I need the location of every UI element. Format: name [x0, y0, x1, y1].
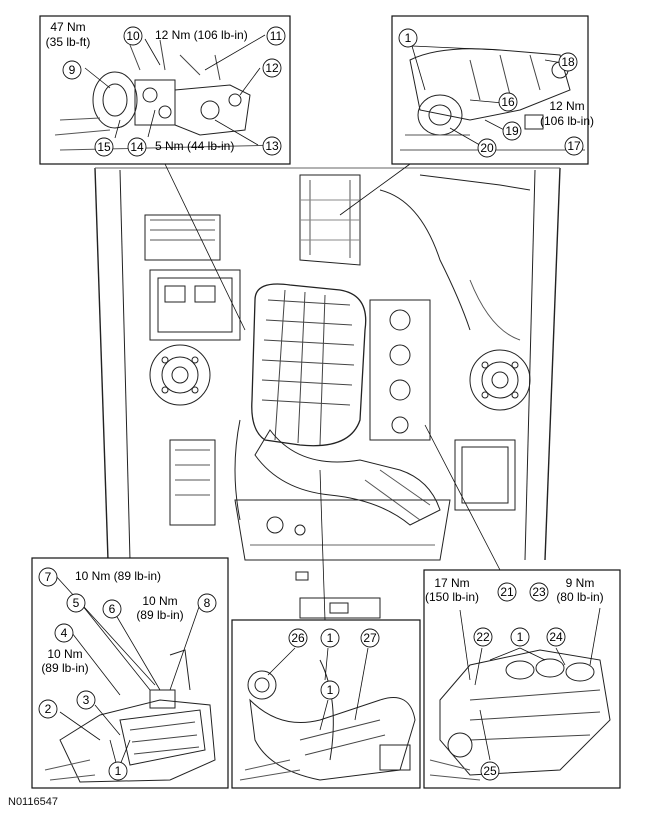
callout-1: 1 — [517, 630, 524, 644]
callout-15: 15 — [97, 140, 111, 154]
callout-3: 3 — [83, 693, 90, 707]
torque-label-89lbin-b: (89 lb-in) — [136, 608, 183, 622]
torque-label-9nm: 9 Nm — [566, 576, 595, 590]
torque-label-35lbft: (35 lb-ft) — [46, 35, 91, 49]
callout-16: 16 — [501, 95, 515, 109]
callout-19: 19 — [505, 124, 519, 138]
detail-box-top-left: 47 Nm (35 lb-ft) 12 Nm (106 lb-in) 5 Nm … — [39, 15, 291, 165]
callout-26: 26 — [291, 631, 305, 645]
torque-label-17nm: 17 Nm — [434, 576, 469, 590]
callout-12: 12 — [265, 61, 279, 75]
callout-9: 9 — [69, 63, 76, 77]
callout-14: 14 — [130, 140, 144, 154]
callout-7: 7 — [45, 570, 52, 584]
torque-label-12nm: 12 Nm — [549, 99, 584, 113]
callout-22: 22 — [476, 630, 490, 644]
callout-8: 8 — [204, 596, 211, 610]
callout-23: 23 — [532, 585, 546, 599]
torque-label-10nm-b: 10 Nm — [142, 594, 177, 608]
torque-label-12nm: 12 Nm (106 lb-in) — [155, 28, 248, 42]
callout-6: 6 — [109, 602, 116, 616]
torque-label-5nm: 5 Nm (44 lb-in) — [155, 139, 234, 153]
detail-box-bottom-right: 17 Nm (150 lb-in) 9 Nm (80 lb-in) 21 23 … — [423, 569, 621, 789]
leader-top-right — [339, 163, 411, 216]
torque-label-10nm-a: 10 Nm (89 lb-in) — [75, 569, 161, 583]
leader-bottom-middle — [319, 469, 326, 621]
callout-5: 5 — [73, 596, 80, 610]
leader-top-left — [164, 163, 246, 331]
torque-label-80lbin: (80 lb-in) — [556, 590, 603, 604]
callout-17: 17 — [567, 139, 581, 153]
torque-label-47nm: 47 Nm — [50, 20, 85, 34]
callout-18: 18 — [561, 55, 575, 69]
torque-label-150lbin: (150 lb-in) — [425, 590, 479, 604]
figure-id: N0116547 — [8, 796, 58, 808]
callout-4: 4 — [61, 626, 68, 640]
callout-10: 10 — [126, 29, 140, 43]
callout-21: 21 — [500, 585, 514, 599]
leader-bottom-right — [424, 424, 501, 571]
detail-box-top-right: 12 Nm (106 lb-in) 1 16 17 18 19 20 — [391, 15, 594, 165]
callout-2: 2 — [45, 702, 52, 716]
torque-label-10nm-c: 10 Nm — [47, 647, 82, 661]
detail-box-bottom-middle: 26 1 27 1 — [231, 619, 421, 789]
callout-11: 11 — [270, 29, 283, 43]
callout-25: 25 — [483, 764, 497, 778]
main-engine-bay — [94, 167, 561, 619]
callout-1: 1 — [327, 631, 334, 645]
callout-13: 13 — [265, 139, 279, 153]
callout-1: 1 — [327, 683, 334, 697]
torque-label-106lbin: (106 lb-in) — [540, 114, 594, 128]
torque-label-89lbin-c: (89 lb-in) — [41, 661, 88, 675]
callout-1: 1 — [115, 764, 122, 778]
callout-24: 24 — [549, 630, 563, 644]
callout-20: 20 — [480, 141, 494, 155]
callout-1: 1 — [405, 31, 412, 45]
callout-27: 27 — [363, 631, 377, 645]
detail-box-bottom-left: 10 Nm (89 lb-in) 10 Nm (89 lb-in) 10 Nm … — [31, 557, 229, 789]
